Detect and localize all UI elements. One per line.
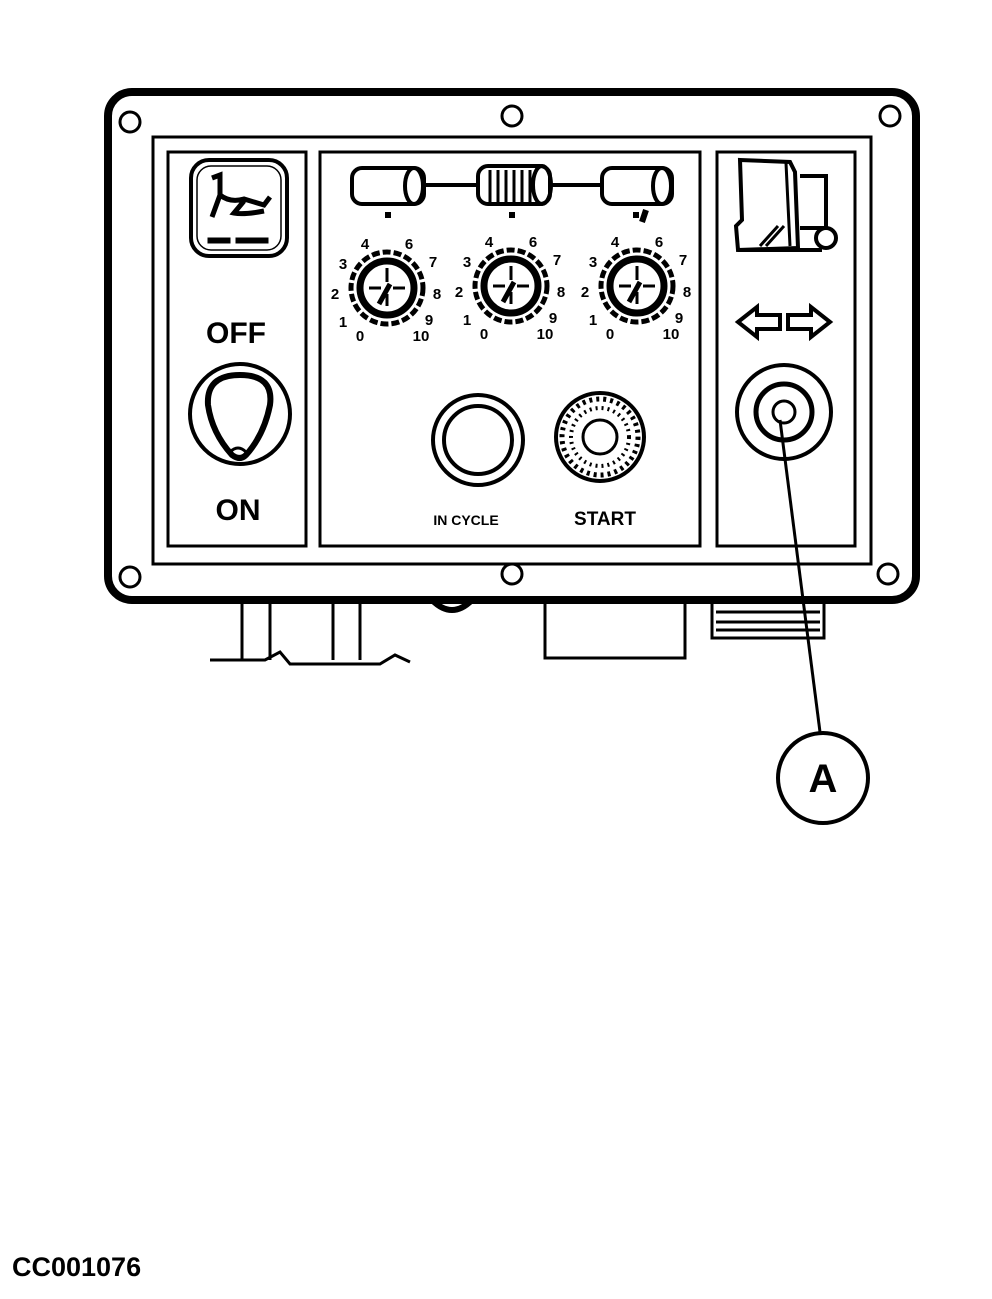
dial-number: 10	[537, 326, 554, 343]
dial-number: 10	[413, 328, 430, 345]
dial-knob	[480, 255, 542, 317]
dial-number: 3	[463, 254, 471, 271]
dial-ring	[472, 247, 550, 325]
dial-number: 6	[529, 234, 537, 251]
start-label: START	[574, 509, 636, 530]
dial-number: 1	[589, 312, 597, 329]
key-switch[interactable]	[188, 362, 292, 466]
dial-number: 9	[425, 312, 433, 329]
left-right-arrows-icon	[734, 302, 834, 342]
dial-number: 1	[463, 312, 471, 329]
screws	[118, 104, 902, 589]
in-cycle-label: IN CYCLE	[433, 512, 498, 528]
on-label: ON	[216, 494, 261, 527]
timer-dial-3[interactable]	[598, 247, 676, 325]
left-panel	[166, 150, 308, 548]
center-panel	[318, 150, 702, 548]
dial-number: 3	[339, 256, 347, 273]
dial-number: 1	[339, 314, 347, 331]
dial-knob	[356, 257, 418, 319]
dial-pointer	[626, 280, 643, 304]
dial-ticks	[619, 266, 655, 304]
dial-pointer	[376, 282, 393, 306]
dial-number: 0	[480, 326, 488, 343]
dial-number: 4	[361, 236, 370, 253]
timer-dial-2[interactable]	[472, 247, 550, 325]
dial-number: 9	[675, 310, 683, 327]
mounting-brackets	[210, 597, 826, 666]
timer-dial-1[interactable]	[348, 249, 426, 327]
dial-number: 7	[429, 254, 437, 271]
start-button[interactable]	[554, 391, 646, 483]
callout-a	[776, 419, 870, 825]
dial-number: 6	[655, 234, 663, 251]
dial-number: 4	[485, 234, 494, 251]
dial-number: 8	[433, 286, 441, 303]
dial-number: 2	[581, 284, 589, 301]
timer-dials	[348, 247, 676, 327]
dial-ticks	[493, 266, 529, 304]
callout-letter: A	[809, 757, 838, 801]
dial-number: 9	[549, 310, 557, 327]
off-label: OFF	[206, 317, 266, 350]
figure-id: CC001076	[12, 1252, 142, 1282]
dial-pointer	[500, 280, 517, 304]
dial-number: 10	[663, 326, 680, 343]
dial-number: 3	[589, 254, 597, 271]
dial-ring	[598, 247, 676, 325]
dial-number: 7	[553, 252, 561, 269]
dial-number: 6	[405, 236, 413, 253]
dial-number: 8	[557, 284, 565, 301]
housing-outer	[104, 88, 920, 604]
dial-ring	[348, 249, 426, 327]
right-panel	[715, 150, 857, 548]
roller-symbols	[350, 164, 674, 223]
dial-number: 7	[679, 252, 687, 269]
john-deere-logo-icon	[189, 158, 289, 258]
in-cycle-indicator	[431, 393, 525, 487]
dial-number: 2	[455, 284, 463, 301]
dial-number: 4	[611, 234, 620, 251]
dial-number: 0	[606, 326, 614, 343]
dial-knob	[606, 255, 668, 317]
dial-number: 2	[331, 286, 339, 303]
dial-number: 8	[683, 284, 691, 301]
dial-number: 0	[356, 328, 364, 345]
baler-icon	[733, 157, 838, 253]
dial-ticks	[369, 268, 405, 306]
